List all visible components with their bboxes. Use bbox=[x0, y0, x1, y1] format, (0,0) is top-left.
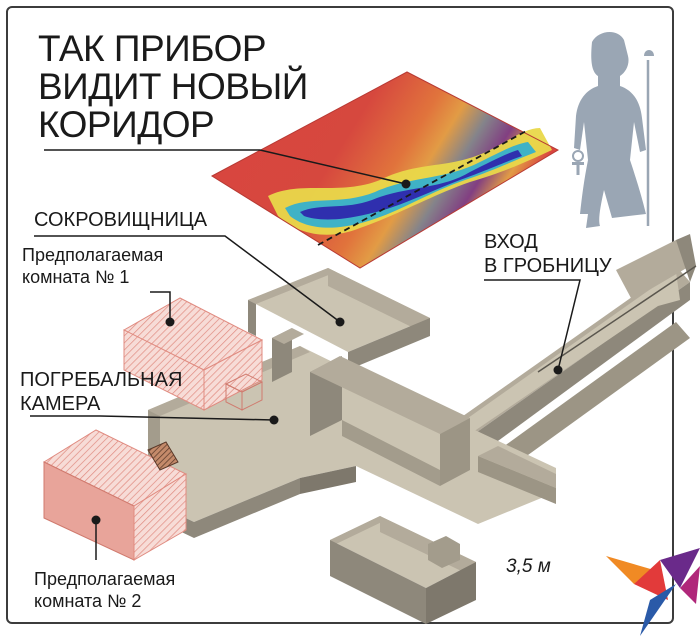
hypothetical-room-2 bbox=[42, 429, 188, 561]
label-treasury: СОКРОВИЩНИЦА bbox=[34, 209, 208, 231]
label-room-2: Предполагаемая комната № 2 bbox=[34, 568, 175, 612]
label-room-1-line-2: комната № 1 bbox=[22, 267, 130, 287]
title-line-2: ВИДИТ НОВЫЙ bbox=[38, 66, 308, 107]
title-line-1: ТАК ПРИБОР bbox=[38, 28, 267, 69]
label-room-1: Предполагаемая комната № 1 bbox=[22, 244, 163, 288]
title-line-3: КОРИДОР bbox=[38, 104, 215, 145]
entrance-corridor bbox=[446, 234, 697, 468]
leader-dots bbox=[91, 179, 563, 525]
label-entrance-line-2: В ГРОБНИЦУ bbox=[484, 255, 612, 277]
label-room-2-line-2: комната № 2 bbox=[34, 591, 142, 611]
page-title: ТАК ПРИБОР ВИДИТ НОВЫЙ КОРИДОР bbox=[38, 30, 308, 144]
pharaoh-silhouette-icon bbox=[572, 31, 654, 228]
hypothetical-room-1 bbox=[122, 297, 264, 411]
label-room-2-line-1: Предполагаемая bbox=[34, 569, 176, 589]
treasury-room bbox=[248, 268, 430, 370]
bird-logo-icon bbox=[606, 548, 700, 636]
leader-lines bbox=[30, 149, 581, 560]
label-room-1-line-1: Предполагаемая bbox=[22, 245, 164, 265]
label-burial-line-1: ПОГРЕБАЛЬНАЯ bbox=[20, 369, 183, 391]
scale-label: 3,5 м bbox=[506, 556, 551, 577]
label-entrance: ВХОД В ГРОБНИЦУ bbox=[484, 230, 612, 278]
diagram-frame bbox=[6, 6, 674, 624]
label-burial-line-2: КАМЕРА bbox=[20, 393, 101, 415]
radar-scan-map bbox=[210, 71, 560, 269]
label-burial-chamber: ПОГРЕБАЛЬНАЯ КАМЕРА bbox=[20, 368, 182, 416]
label-entrance-line-1: ВХОД bbox=[484, 231, 538, 253]
chamber-walls bbox=[272, 328, 556, 504]
annex-room bbox=[330, 516, 476, 624]
